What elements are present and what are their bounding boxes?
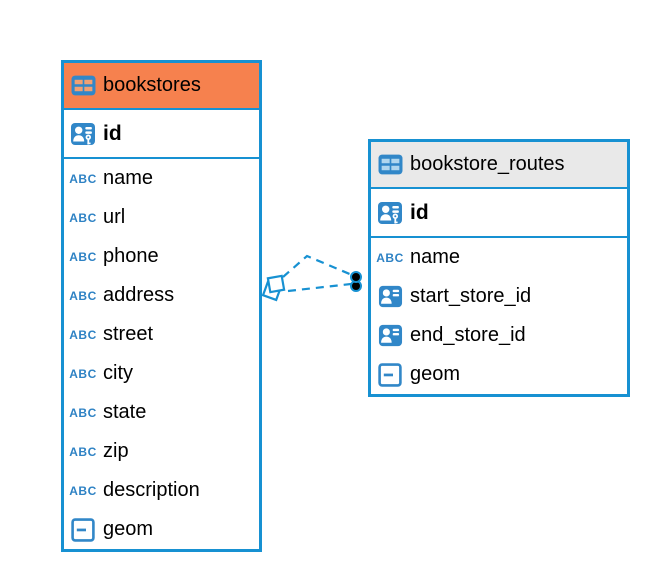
geometry-column-icon: [70, 517, 96, 543]
entity-title: bookstore_routes: [410, 153, 565, 175]
column-row[interactable]: ABC description: [64, 471, 259, 510]
reference-column-icon: [377, 323, 403, 349]
column-name: id: [410, 200, 429, 224]
relationship-line[interactable]: [287, 282, 352, 293]
column-name: city: [103, 362, 133, 384]
relationship-line[interactable]: [282, 254, 353, 278]
column-name: address: [103, 284, 175, 306]
column-row[interactable]: ABC address: [64, 276, 259, 315]
primary-key-icon: [377, 200, 403, 226]
geometry-column-icon: [377, 362, 403, 388]
text-column-icon: ABC: [69, 366, 97, 381]
column-name: street: [103, 323, 154, 345]
relationship-target-dot-icon[interactable]: [350, 271, 362, 283]
column-name: id: [103, 121, 122, 145]
column-name: start_store_id: [410, 285, 532, 307]
entity-header[interactable]: bookstores: [64, 63, 259, 110]
column-row[interactable]: id: [371, 189, 627, 238]
column-row[interactable]: ABC url: [64, 198, 259, 237]
text-column-icon: ABC: [69, 210, 97, 225]
column-row[interactable]: ABC name: [64, 159, 259, 198]
column-name: geom: [103, 518, 154, 540]
column-row[interactable]: ABC phone: [64, 237, 259, 276]
text-column-icon: ABC: [69, 171, 97, 186]
text-column-icon: ABC: [69, 288, 97, 303]
reference-column-icon: [377, 284, 403, 310]
primary-key-icon: [70, 121, 96, 147]
entity-header[interactable]: bookstore_routes: [371, 142, 627, 189]
text-column-icon: ABC: [69, 405, 97, 420]
column-row[interactable]: ABC zip: [64, 432, 259, 471]
text-column-icon: ABC: [376, 250, 404, 265]
text-column-icon: ABC: [69, 483, 97, 498]
relationship-source-diamond-icon[interactable]: [266, 274, 286, 294]
column-row[interactable]: geom: [371, 355, 627, 394]
column-name: url: [103, 206, 126, 228]
column-row[interactable]: ABC name: [371, 238, 627, 277]
column-row[interactable]: ABC state: [64, 393, 259, 432]
column-name: end_store_id: [410, 324, 526, 346]
column-name: phone: [103, 245, 159, 267]
column-row[interactable]: start_store_id: [371, 277, 627, 316]
column-name: description: [103, 479, 200, 501]
column-name: state: [103, 401, 147, 423]
column-name: name: [103, 167, 154, 189]
column-row[interactable]: ABC street: [64, 315, 259, 354]
text-column-icon: ABC: [69, 444, 97, 459]
entity-title: bookstores: [103, 74, 201, 96]
table-icon: [70, 73, 96, 99]
column-name: zip: [103, 440, 129, 462]
column-row[interactable]: id: [64, 110, 259, 159]
column-name: name: [410, 246, 461, 268]
column-row[interactable]: ABC city: [64, 354, 259, 393]
relationship-target-dot-icon[interactable]: [350, 280, 362, 292]
text-column-icon: ABC: [69, 249, 97, 264]
column-name: geom: [410, 363, 461, 385]
table-icon: [377, 152, 403, 178]
text-column-icon: ABC: [69, 327, 97, 342]
column-row[interactable]: end_store_id: [371, 316, 627, 355]
column-row[interactable]: geom: [64, 510, 259, 549]
relationship-source-diamond-icon[interactable]: [261, 280, 283, 302]
